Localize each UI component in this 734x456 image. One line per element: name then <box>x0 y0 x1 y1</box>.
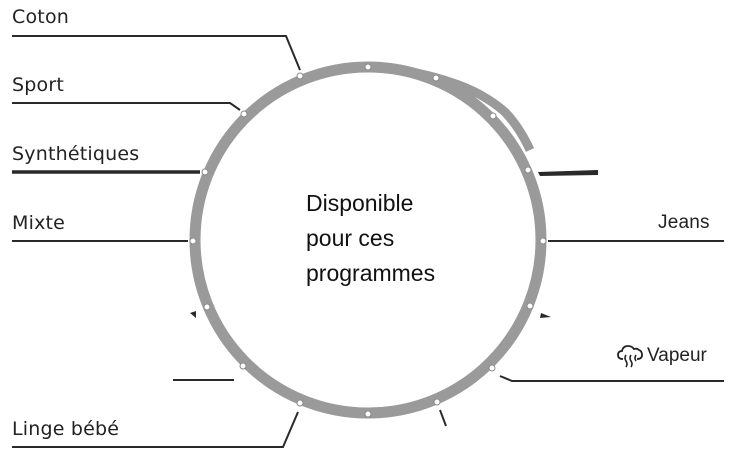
center-caption-line-2: pour ces <box>306 225 395 251</box>
tick-dot <box>364 63 372 71</box>
center-caption: Disponible pour ces programmes <box>306 186 506 291</box>
center-caption-line-3: programmes <box>306 260 436 286</box>
program-label-vapeur: Vapeur <box>647 345 707 366</box>
tick-dot <box>489 112 497 120</box>
short-tick-bottom <box>439 409 447 427</box>
leader-line-linge-bebe <box>12 411 299 448</box>
tick-dot <box>203 303 211 311</box>
tick-dot <box>488 364 496 372</box>
wedge-mark-left <box>190 311 196 318</box>
tick-dot <box>189 237 197 245</box>
tick-dot <box>296 72 304 80</box>
tick-dot <box>364 410 372 418</box>
program-label-sport: Sport <box>12 74 65 96</box>
tick-dot <box>524 166 532 174</box>
leader-line-sport <box>12 102 241 111</box>
program-label-synthetiques: Synthétiques <box>12 143 140 165</box>
wedge-mark-right-upper <box>538 170 598 176</box>
dial-tick-markers <box>189 63 547 418</box>
tick-dot <box>201 168 209 176</box>
tick-dot <box>526 302 534 310</box>
program-label-jeans: Jeans <box>658 212 710 233</box>
leader-line-coton <box>12 35 301 71</box>
program-label-vapeur-group: Vapeur <box>616 344 707 368</box>
wedge-marks <box>190 170 598 318</box>
program-label-linge-bebe: Linge bébé <box>12 418 120 440</box>
tick-dot <box>296 399 304 407</box>
tick-dot <box>539 237 547 245</box>
wedge-mark-right-lower <box>540 313 551 318</box>
tick-dot <box>239 362 247 370</box>
center-caption-line-1: Disponible <box>306 190 414 216</box>
program-label-coton: Coton <box>12 6 70 28</box>
leader-line-vapeur <box>499 375 724 382</box>
tick-dot <box>432 74 440 82</box>
tick-dot <box>240 110 248 118</box>
steam-cloud-icon <box>616 344 644 368</box>
leader-lines <box>12 35 724 448</box>
tick-dot <box>433 398 441 406</box>
program-label-mixte: Mixte <box>12 212 66 234</box>
